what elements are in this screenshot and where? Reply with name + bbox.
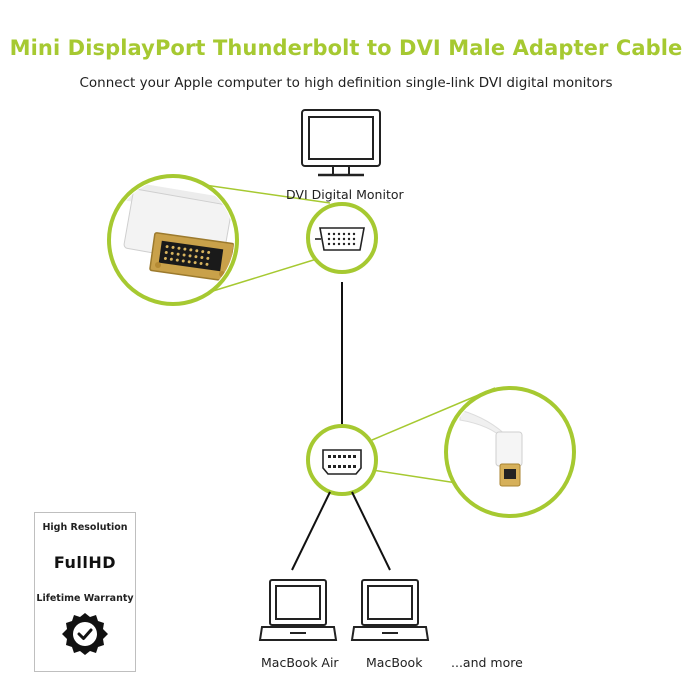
lifetime-warranty-label: Lifetime Warranty bbox=[36, 593, 134, 604]
monitor-icon bbox=[301, 109, 381, 177]
macbook-icon bbox=[350, 579, 430, 641]
monitor-label: DVI Digital Monitor bbox=[286, 187, 404, 202]
feature-badges: High Resolution FullHD Lifetime Warranty bbox=[34, 512, 136, 672]
macbook-air-label: MacBook Air bbox=[261, 655, 339, 670]
page-title: Mini DisplayPort Thunderbolt to DVI Male… bbox=[9, 36, 683, 60]
page-subtitle: Connect your Apple computer to high defi… bbox=[79, 75, 613, 91]
macbook-air-icon bbox=[258, 579, 338, 641]
dvi-port-circle bbox=[306, 202, 378, 274]
warranty-seal-icon bbox=[62, 613, 108, 655]
branch-lines bbox=[291, 491, 391, 571]
high-resolution-label: High Resolution bbox=[42, 522, 128, 533]
mini-displayport-circle bbox=[306, 424, 378, 496]
and-more-label: ...and more bbox=[451, 655, 523, 670]
macbook-label: MacBook bbox=[366, 655, 423, 670]
mini-displayport-zoom bbox=[444, 386, 576, 518]
dvi-cable-zoom bbox=[107, 174, 239, 306]
fullhd-badge: FullHD bbox=[53, 553, 117, 572]
